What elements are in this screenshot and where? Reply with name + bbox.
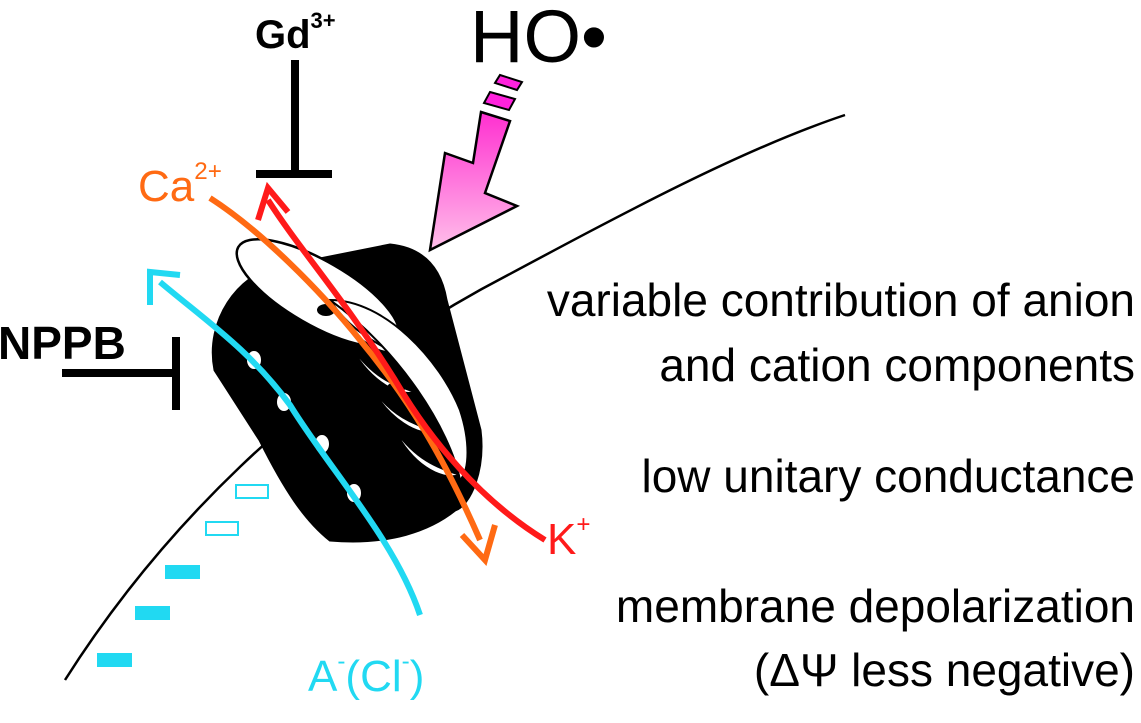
property-delta-psi: (ΔΨ less negative) [753, 644, 1135, 696]
property-conductance: low unitary conductance [641, 450, 1135, 502]
potassium-flux-arrow [255, 181, 547, 543]
charge-dash [135, 606, 170, 620]
gd-label: Gd3+ [255, 8, 336, 57]
charge-dash [97, 653, 132, 667]
nppb-inhibition-symbol [62, 337, 180, 410]
property-anion-cation-line1: variable contribution of anion [546, 274, 1135, 326]
property-depolarization: membrane depolarization [615, 580, 1135, 632]
charge-dash-outline [205, 521, 239, 536]
radical-arrow [428, 73, 524, 253]
calcium-flux-arrow [208, 195, 498, 566]
gd-inhibition-symbol [256, 60, 332, 178]
calcium-label: Ca2+ [138, 158, 222, 211]
membrane-charge-dashes [97, 484, 269, 667]
potassium-label: K+ [547, 511, 591, 564]
charge-dash [165, 565, 200, 579]
hydroxyl-radical-label: HO• [470, 0, 607, 78]
charge-dash-outline [235, 484, 269, 499]
anion-flux-arrow [147, 268, 423, 616]
anion-label: A-(Cl-) [308, 648, 425, 701]
cell-membrane [63, 113, 846, 681]
property-anion-cation-line2: and cation components [659, 339, 1135, 391]
nppb-label: NPPB [0, 317, 126, 369]
